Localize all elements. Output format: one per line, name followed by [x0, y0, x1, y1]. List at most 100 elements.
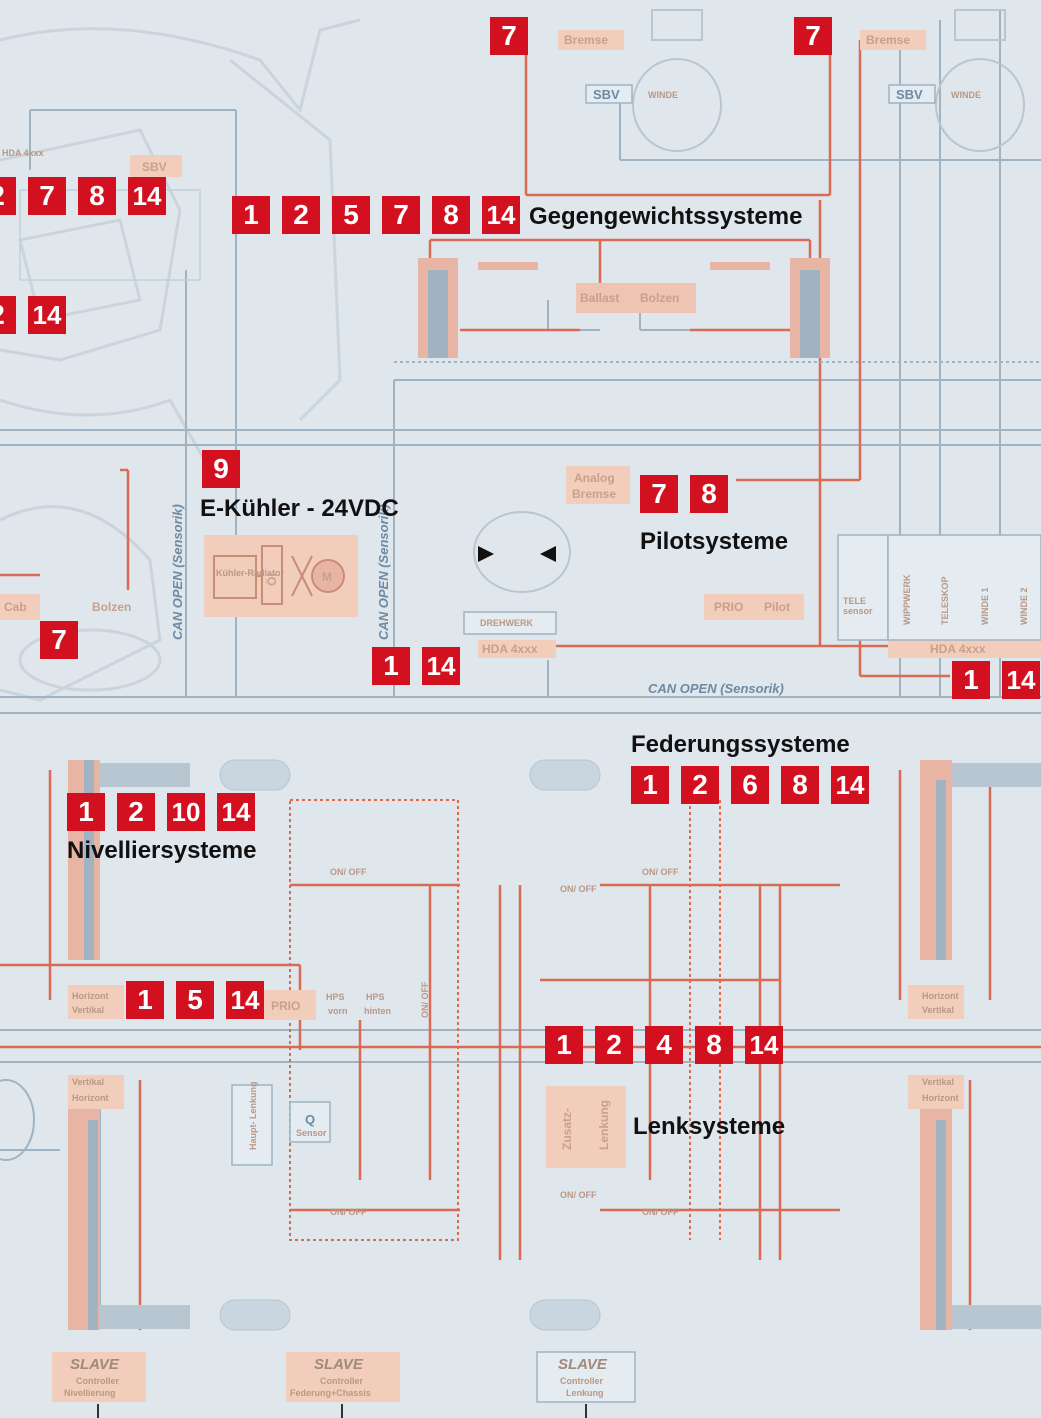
q-sensor-sub: Sensor — [296, 1128, 327, 1138]
winde2-label: WINDE 2 — [1019, 587, 1029, 625]
badge-cab-left-0: 7 — [40, 621, 78, 659]
vertikal-label-l2: Vertikal — [72, 1077, 104, 1087]
slave1-line-a: Controller — [76, 1376, 119, 1386]
tele-label: TELE — [843, 596, 866, 606]
cooler-internals — [213, 545, 345, 605]
slave3-line-a: Controller — [560, 1376, 603, 1386]
badge-top-left-edge-3: 14 — [128, 177, 166, 215]
winch-label-right: WINDE — [951, 90, 981, 100]
tyres — [0, 759, 601, 1331]
badge-suspension-1: 2 — [681, 766, 719, 804]
crane-cab-illustration — [0, 18, 361, 702]
winches — [473, 9, 1025, 593]
onoff-label-6: ON/ OFF — [642, 1207, 679, 1217]
winch-label-left: WINDE — [648, 90, 678, 100]
badge-counterweight-0: 1 — [232, 196, 270, 234]
teleskop-label: TELESKOP — [940, 576, 950, 625]
badge-top-left-edge-0: 2 — [0, 177, 16, 215]
badge-steering-1: 2 — [595, 1026, 633, 1064]
vertikal-label-r1: Vertikal — [922, 1005, 954, 1015]
component-boxes — [0, 30, 1041, 1402]
onoff-label-5: ON/ OFF — [560, 1190, 597, 1200]
hps-vorn-label: vorn — [328, 1006, 348, 1016]
sbv-label-left: SBV — [593, 87, 620, 102]
badge-prio-left-1: 5 — [176, 981, 214, 1019]
badge-steering-3: 8 — [695, 1026, 733, 1064]
badge-suspension-2: 6 — [731, 766, 769, 804]
tele-sub-label: sensor — [843, 606, 873, 616]
badge-counterweight-3: 7 — [382, 196, 420, 234]
badge-left-edge-mid-1: 14 — [28, 296, 66, 334]
can-open-label: CAN OPEN (Sensorik) — [648, 681, 784, 696]
pilot-box-label: Pilot — [764, 600, 790, 614]
sbv-label-right: SBV — [896, 87, 923, 102]
badge-top-winch-right-0: 7 — [794, 17, 832, 55]
vertikal-label-r2: Vertikal — [922, 1077, 954, 1087]
hps-hinten-label: hinten — [364, 1006, 391, 1016]
slave3-line-b: Lenkung — [566, 1388, 604, 1398]
hda-label-center: HDA 4xxx — [482, 642, 538, 656]
horizont-label-r2: Horizont — [922, 1093, 959, 1103]
badge-counterweight-4: 8 — [432, 196, 470, 234]
cab-label: Cab — [4, 600, 27, 614]
bolzen-left-label: Bolzen — [92, 600, 131, 614]
badge-pilot-1: 8 — [690, 475, 728, 513]
slave-label-2: SLAVE — [314, 1356, 364, 1373]
hda-label-right: HDA 4xxx — [930, 642, 986, 656]
bolzen-label: Bolzen — [640, 291, 679, 305]
heading-e-cooler: E-Kühler - 24VDC — [200, 495, 399, 522]
oil-label: Öl — [264, 573, 279, 586]
can-open-vertical-center: CAN OPEN (Sensorik) — [376, 504, 391, 640]
badge-pilot-0: 7 — [640, 475, 678, 513]
onoff-label-3: ON/ OFF — [642, 867, 679, 877]
winde1-label: WINDE 1 — [980, 587, 990, 625]
badge-leveling-2: 10 — [167, 793, 205, 831]
brake-label-left: Bremse — [564, 33, 608, 47]
heading-leveling-systems: Nivelliersysteme — [67, 837, 257, 864]
sbv-label-top: SBV — [142, 160, 167, 174]
badge-top-winch-left-0: 7 — [490, 17, 528, 55]
badge-suspension-0: 1 — [631, 766, 669, 804]
motor-label: M — [322, 570, 332, 584]
onoff-label-1: ON/ OFF — [330, 867, 367, 877]
prio-label-pilot: PRIO — [714, 600, 743, 614]
badge-steering-0: 1 — [545, 1026, 583, 1064]
drehwerk-motor — [478, 546, 556, 562]
outline-boxes — [19, 84, 1041, 1403]
badge-counterweight-5: 14 — [482, 196, 520, 234]
horizont-label-l1: Horizont — [72, 991, 109, 1001]
badge-suspension-3: 8 — [781, 766, 819, 804]
ballast-label: Ballast — [580, 291, 619, 305]
hps-label-2: HPS — [366, 992, 385, 1002]
heading-steering-systems: Lenksysteme — [633, 1113, 786, 1140]
badge-right-edge-0: 1 — [952, 661, 990, 699]
drehwerk-label: DREHWERK — [480, 618, 533, 628]
badge-left-edge-mid-0: 2 — [0, 296, 16, 334]
badge-leveling-1: 2 — [117, 793, 155, 831]
slave1-line-b: Nivellierung — [64, 1388, 116, 1398]
badge-counterweight-2: 5 — [332, 196, 370, 234]
analog-label: Analog — [574, 471, 615, 485]
hps-label-1: HPS — [326, 992, 345, 1002]
haupt-lenkung-label: Haupt- Lenkung — [248, 1082, 258, 1151]
wippwerk-label: WIPPWERK — [902, 574, 912, 625]
badge-top-left-edge-1: 7 — [28, 177, 66, 215]
badge-cooler-0: 9 — [202, 450, 240, 488]
horizont-label-l2: Horizont — [72, 1093, 109, 1103]
slave-label-1: SLAVE — [70, 1356, 120, 1373]
hda-label-top: HDA 4xxx — [2, 148, 44, 158]
heading-pilot-systems: Pilotsysteme — [640, 528, 789, 555]
horizont-label-r1: Horizont — [922, 991, 959, 1001]
badge-right-edge-1: 14 — [1002, 661, 1040, 699]
badge-leveling-3: 14 — [217, 793, 255, 831]
red-lines — [0, 40, 1041, 1330]
badge-steering-4: 14 — [745, 1026, 783, 1064]
badge-prio-left-2: 14 — [226, 981, 264, 1019]
badge-top-left-edge-2: 8 — [78, 177, 116, 215]
badge-leveling-0: 1 — [67, 793, 105, 831]
heading-counterweight-systems: Gegengewichtssysteme — [529, 203, 803, 230]
lenkung-label: Lenkung — [597, 1100, 611, 1150]
vertikal-label-l1: Vertikal — [72, 1005, 104, 1015]
